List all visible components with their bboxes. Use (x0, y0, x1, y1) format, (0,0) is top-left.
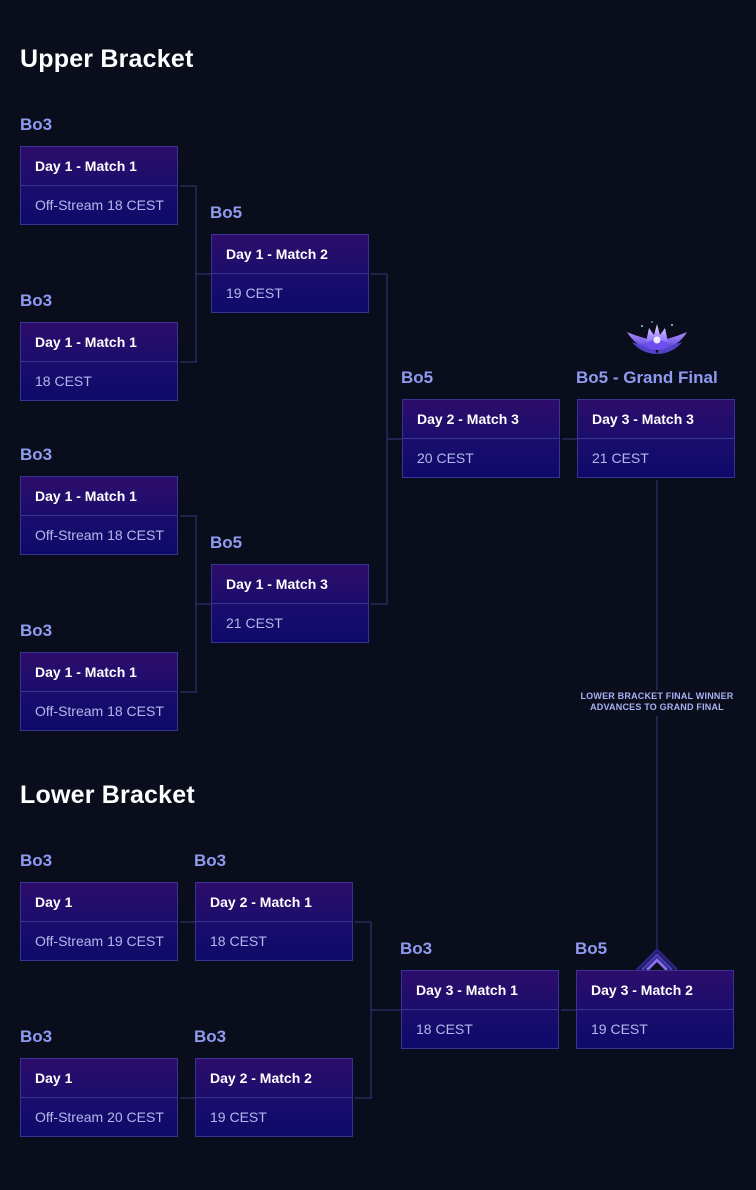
lower-bracket-title: Lower Bracket (20, 781, 195, 809)
format-label: Bo5 (401, 368, 434, 387)
match-title: Day 2 - Match 2 (196, 1059, 352, 1098)
format-label: Bo3 (194, 1027, 227, 1046)
format-label: Bo3 (20, 115, 53, 134)
match-title: Day 1 - Match 1 (21, 653, 177, 692)
match-title: Day 1 - Match 3 (212, 565, 368, 604)
format-label: Bo3 (194, 851, 227, 870)
format-label: Bo3 (400, 939, 433, 958)
match-time: Off-Stream 18 CEST (35, 703, 164, 719)
match-card-lower-final[interactable]: Day 3 - Match 2 19 CEST (576, 970, 734, 1049)
match-title: Day 1 - Match 2 (212, 235, 368, 274)
match-card-upper-r1-2[interactable]: Day 1 - Match 1 18 CEST (20, 322, 178, 401)
match-time: 19 CEST (210, 1109, 267, 1125)
match-title: Day 2 - Match 1 (196, 883, 352, 922)
match-time: 21 CEST (592, 450, 649, 466)
match-title: Day 3 - Match 1 (402, 971, 558, 1010)
match-card-upper-final[interactable]: Day 2 - Match 3 20 CEST (402, 399, 560, 478)
match-time: 18 CEST (210, 933, 267, 949)
match-title: Day 1 - Match 1 (21, 147, 177, 186)
match-title: Day 1 (21, 1059, 177, 1098)
lower-bracket-advance-note: LOWER BRACKET FINAL WINNER ADVANCES TO G… (580, 691, 734, 712)
format-label: Bo3 (20, 445, 53, 464)
match-time: Off-Stream 19 CEST (35, 933, 164, 949)
format-label: Bo5 - Grand Final (576, 368, 718, 387)
format-label: Bo5 (575, 939, 608, 958)
match-card-lower-r2-1[interactable]: Day 2 - Match 1 18 CEST (195, 882, 353, 961)
match-time: 20 CEST (417, 450, 474, 466)
match-time: Off-Stream 18 CEST (35, 527, 164, 543)
upper-bracket-title: Upper Bracket (20, 45, 194, 73)
match-time: 18 CEST (35, 373, 92, 389)
match-time: Off-Stream 18 CEST (35, 197, 164, 213)
format-label: Bo5 (210, 533, 243, 552)
match-time: 21 CEST (226, 615, 283, 631)
match-card-lower-r3[interactable]: Day 3 - Match 1 18 CEST (401, 970, 559, 1049)
match-card-upper-r2-2[interactable]: Day 1 - Match 3 21 CEST (211, 564, 369, 643)
match-title: Day 1 - Match 1 (21, 477, 177, 516)
match-card-lower-r1-1[interactable]: Day 1 Off-Stream 19 CEST (20, 882, 178, 961)
format-label: Bo3 (20, 1027, 53, 1046)
match-time: Off-Stream 20 CEST (35, 1109, 164, 1125)
match-title: Day 2 - Match 3 (403, 400, 559, 439)
match-time: 18 CEST (416, 1021, 473, 1037)
match-card-upper-r2-1[interactable]: Day 1 - Match 2 19 CEST (211, 234, 369, 313)
format-label: Bo3 (20, 621, 53, 640)
format-label: Bo3 (20, 291, 53, 310)
match-title: Day 1 (21, 883, 177, 922)
match-card-lower-r2-2[interactable]: Day 2 - Match 2 19 CEST (195, 1058, 353, 1137)
format-label: Bo3 (20, 851, 53, 870)
match-card-upper-r1-3[interactable]: Day 1 - Match 1 Off-Stream 18 CEST (20, 476, 178, 555)
match-card-upper-r1-4[interactable]: Day 1 - Match 1 Off-Stream 18 CEST (20, 652, 178, 731)
match-card-lower-r1-2[interactable]: Day 1 Off-Stream 20 CEST (20, 1058, 178, 1137)
match-time: 19 CEST (226, 285, 283, 301)
grand-final-trophy-icon (627, 321, 687, 354)
match-title: Day 3 - Match 2 (577, 971, 733, 1010)
match-card-grand-final[interactable]: Day 3 - Match 3 21 CEST (577, 399, 735, 478)
format-label: Bo5 (210, 203, 243, 222)
match-time: 19 CEST (591, 1021, 648, 1037)
chevron-up-icon (635, 947, 679, 972)
match-card-upper-r1-1[interactable]: Day 1 - Match 1 Off-Stream 18 CEST (20, 146, 178, 225)
match-title: Day 1 - Match 1 (21, 323, 177, 362)
match-title: Day 3 - Match 3 (578, 400, 734, 439)
